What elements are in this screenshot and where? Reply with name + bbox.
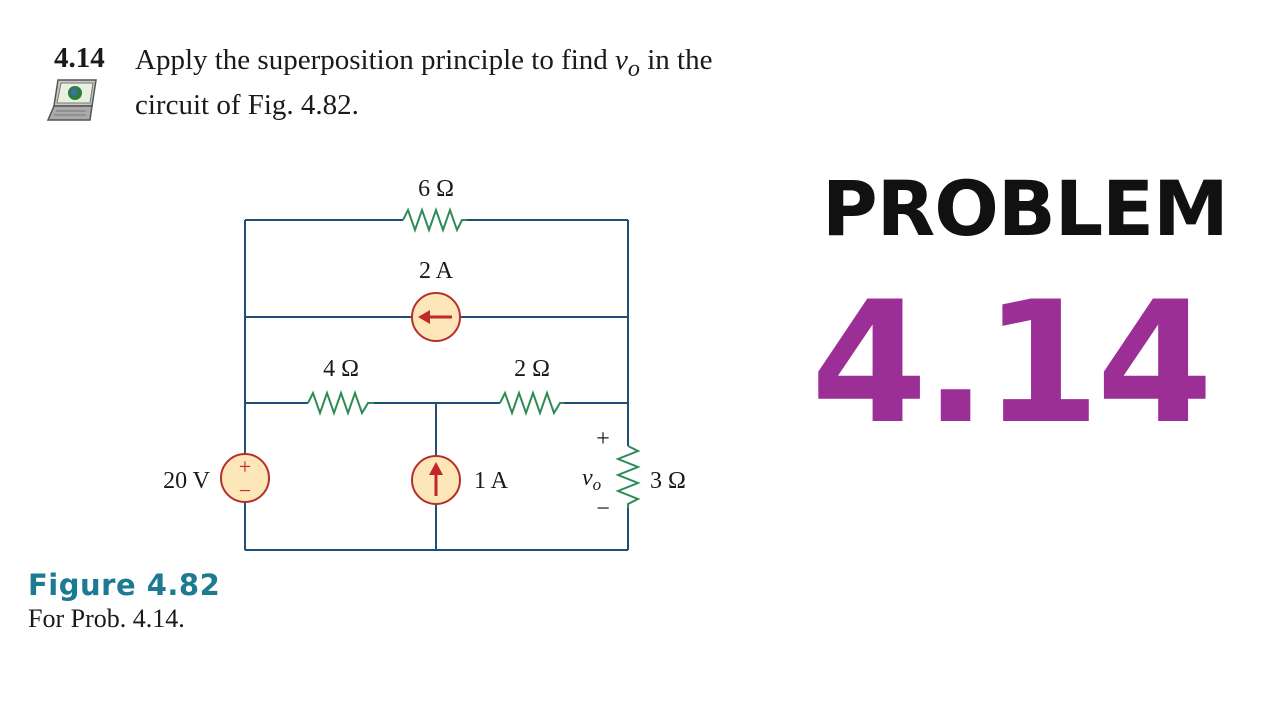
problem-text-start: Apply the superposition principle to fin…	[135, 44, 616, 76]
voltage-source-20v: + −	[220, 453, 270, 503]
banner-number: 4.14	[810, 265, 1214, 461]
problem-variable-sub: o	[627, 54, 640, 82]
label-current-1a: 1 A	[474, 468, 509, 494]
output-plus: +	[596, 426, 610, 452]
source-plus-sign: +	[239, 454, 251, 479]
problem-header: 4.14 Apply the superposition principle t…	[46, 42, 815, 123]
resistor-4ohm	[307, 389, 374, 417]
source-minus-sign: −	[239, 478, 251, 503]
output-var: v	[582, 465, 593, 491]
output-minus: −	[596, 496, 610, 522]
problem-text-end: in the	[640, 44, 713, 76]
problem-number: 4.14	[54, 42, 105, 74]
current-source-2a	[411, 292, 461, 342]
problem-statement: Apply the superposition principle to fin…	[135, 42, 815, 123]
label-voltage-20v: 20 V	[163, 468, 211, 494]
resistor-2ohm	[499, 389, 564, 417]
label-r-3ohm: 3 Ω	[650, 468, 686, 494]
label-current-2a: 2 A	[419, 258, 454, 284]
resistor-6ohm	[402, 206, 467, 234]
resistor-3ohm	[615, 445, 641, 508]
label-r-4ohm: 4 Ω	[323, 356, 359, 382]
output-voltage-label: vo	[582, 465, 601, 494]
figure-caption: Figure 4.82 For Prob. 4.14.	[28, 568, 220, 634]
problem-variable: v	[615, 44, 628, 76]
problem-text-line2: circuit of Fig. 4.82.	[135, 88, 359, 121]
figure-title: Figure 4.82	[28, 568, 221, 602]
banner-word: PROBLEM	[822, 164, 1229, 253]
circuit-wires	[244, 219, 629, 551]
laptop-icon	[46, 79, 97, 121]
figure-subtitle: For Prob. 4.14.	[28, 604, 185, 633]
arrow-up-icon	[429, 462, 443, 475]
label-r-2ohm: 2 Ω	[514, 356, 550, 382]
current-source-1a	[411, 455, 461, 505]
label-r-6ohm: 6 Ω	[418, 176, 454, 202]
output-var-sub: o	[593, 475, 602, 494]
arrow-left-icon	[418, 310, 430, 324]
